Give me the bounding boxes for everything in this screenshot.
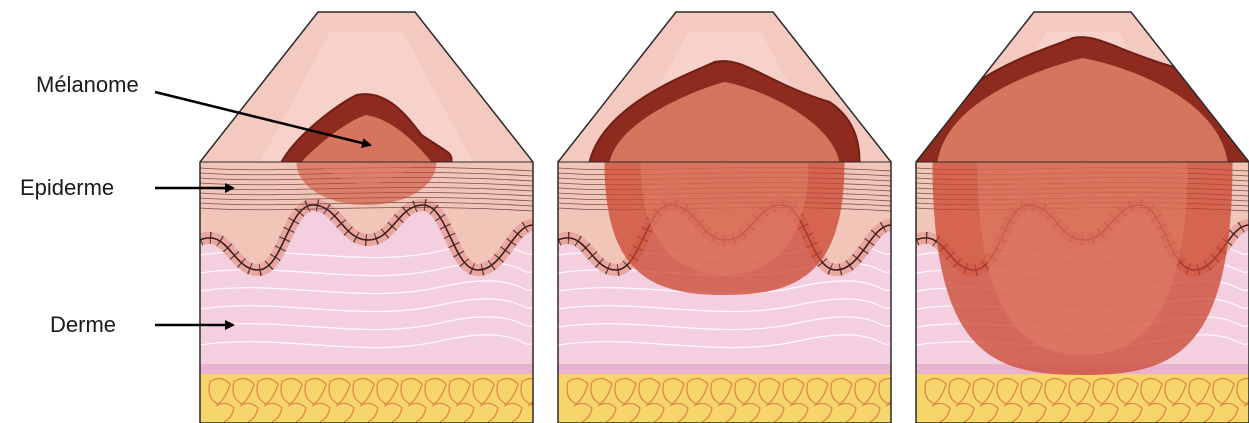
epiderme-label: Epiderme (20, 175, 114, 201)
derme-label: Derme (50, 312, 116, 338)
melanome-label: Mélanome (36, 72, 139, 98)
tumor-crown-inner (938, 58, 1228, 162)
stage-3-panel (916, 12, 1249, 423)
fat-border (200, 364, 533, 374)
stage-1-panel (200, 12, 546, 423)
fat-border (558, 364, 891, 374)
stage-2-panel (558, 12, 904, 423)
